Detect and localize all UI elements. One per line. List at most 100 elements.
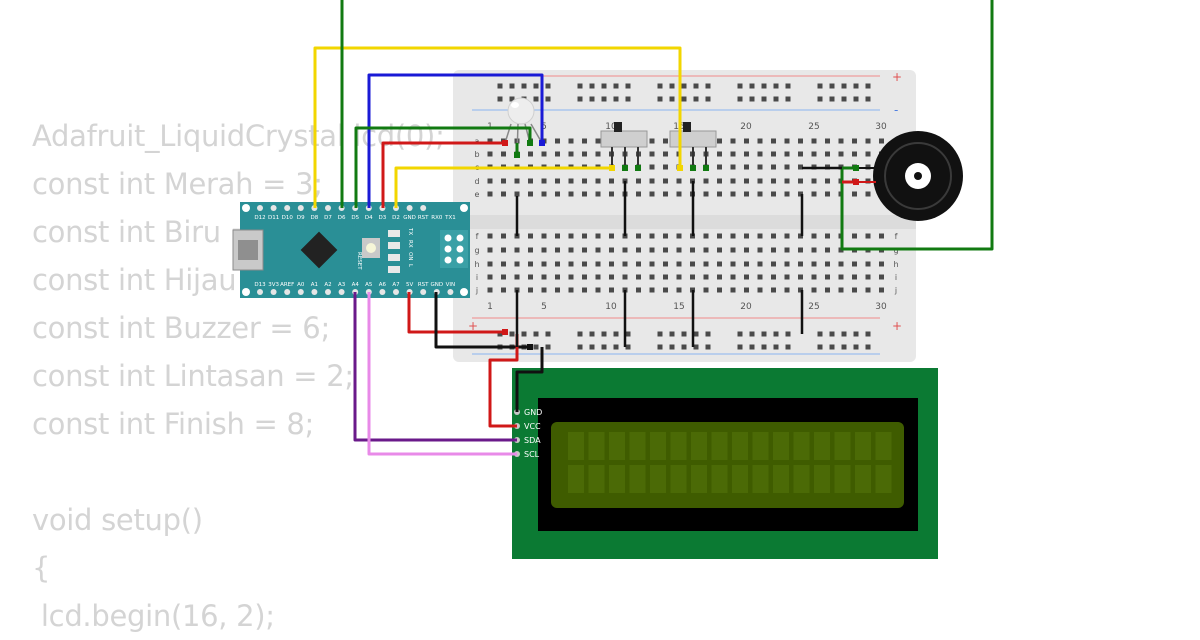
breadboard-hole[interactable]	[730, 151, 736, 157]
pin-d9[interactable]	[297, 205, 304, 211]
pin-d13[interactable]	[257, 289, 263, 295]
pin-3v3[interactable]	[270, 289, 277, 295]
wire-endpoint[interactable]	[514, 152, 520, 158]
breadboard-hole[interactable]	[865, 191, 871, 197]
yellow-wire-d8[interactable]	[313, 46, 682, 208]
breadboard-hole[interactable]	[609, 261, 614, 267]
breadboard-hole[interactable]	[649, 247, 655, 253]
breadboard-hole[interactable]	[717, 274, 722, 280]
breadboard-hole[interactable]	[582, 138, 587, 144]
breadboard-hole[interactable]	[514, 261, 520, 267]
breadboard-hole[interactable]	[865, 261, 871, 267]
rail-hole[interactable]	[545, 83, 551, 89]
breadboard-hole[interactable]	[555, 151, 560, 157]
breadboard-hole[interactable]	[636, 233, 641, 239]
green-wire-buzzer[interactable]	[840, 0, 994, 251]
breadboard-hole[interactable]	[622, 274, 628, 280]
breadboard-hole[interactable]	[744, 233, 749, 239]
rail-hole[interactable]	[785, 344, 791, 350]
rail-hole[interactable]	[533, 331, 539, 337]
breadboard-hole[interactable]	[636, 247, 641, 253]
rail-hole[interactable]	[749, 83, 755, 89]
rail-hole[interactable]	[657, 344, 663, 350]
rail-hole[interactable]	[545, 344, 551, 350]
breadboard-hole[interactable]	[879, 274, 884, 280]
breadboard-hole[interactable]	[501, 233, 506, 239]
wire-endpoint[interactable]	[527, 344, 533, 350]
pin-d11[interactable]	[270, 205, 277, 211]
rail-hole[interactable]	[705, 83, 711, 89]
rail-hole[interactable]	[601, 96, 607, 102]
breadboard-hole[interactable]	[879, 138, 884, 144]
rail-hole[interactable]	[853, 96, 859, 102]
breadboard-hole[interactable]	[771, 138, 776, 144]
rail-hole[interactable]	[625, 96, 631, 102]
breadboard-hole[interactable]	[717, 178, 722, 184]
rail-hole[interactable]	[589, 344, 595, 350]
breadboard-hole[interactable]	[744, 151, 749, 157]
breadboard-hole[interactable]	[825, 233, 830, 239]
breadboard-hole[interactable]	[541, 191, 547, 197]
breadboard-hole[interactable]	[865, 138, 871, 144]
rail-hole[interactable]	[773, 96, 779, 102]
breadboard-hole[interactable]	[609, 178, 614, 184]
breadboard-hole[interactable]	[784, 191, 790, 197]
pin-a2[interactable]	[325, 289, 331, 295]
wire-endpoint[interactable]	[677, 165, 683, 171]
breadboard-hole[interactable]	[595, 287, 601, 293]
breadboard-hole[interactable]	[784, 261, 790, 267]
rail-hole[interactable]	[577, 83, 583, 89]
breadboard-hole[interactable]	[555, 191, 560, 197]
breadboard-hole[interactable]	[663, 138, 668, 144]
breadboard-hole[interactable]	[487, 274, 493, 280]
black-wire-gnd[interactable]	[434, 292, 530, 349]
rail-hole[interactable]	[669, 96, 675, 102]
rail-hole[interactable]	[589, 83, 595, 89]
rail-hole[interactable]	[497, 96, 503, 102]
green-wire-d5[interactable]	[354, 126, 532, 208]
rail-hole[interactable]	[589, 331, 595, 337]
breadboard-hole[interactable]	[730, 164, 736, 170]
breadboard-hole[interactable]	[595, 274, 601, 280]
wire-endpoint[interactable]	[539, 140, 545, 146]
breadboard-hole[interactable]	[541, 261, 547, 267]
breadboard-hole[interactable]	[717, 138, 722, 144]
breadboard-hole[interactable]	[649, 164, 655, 170]
breadboard-hole[interactable]	[865, 274, 871, 280]
rail-hole[interactable]	[681, 96, 687, 102]
rail-hole[interactable]	[737, 344, 743, 350]
breadboard-hole[interactable]	[744, 178, 749, 184]
rail-hole[interactable]	[693, 83, 699, 89]
breadboard-hole[interactable]	[636, 274, 641, 280]
breadboard-hole[interactable]	[676, 191, 682, 197]
rail-hole[interactable]	[577, 344, 583, 350]
breadboard-hole[interactable]	[568, 138, 574, 144]
breadboard-hole[interactable]	[771, 178, 776, 184]
breadboard-hole[interactable]	[636, 287, 641, 293]
breadboard-hole[interactable]	[595, 138, 601, 144]
breadboard-hole[interactable]	[663, 274, 668, 280]
rail-hole[interactable]	[669, 331, 675, 337]
breadboard-hole[interactable]	[663, 261, 668, 267]
rail-hole[interactable]	[533, 344, 539, 350]
breadboard-hole[interactable]	[784, 178, 790, 184]
breadboard-hole[interactable]	[501, 151, 506, 157]
rail-hole[interactable]	[509, 96, 515, 102]
breadboard-hole[interactable]	[717, 287, 722, 293]
rail-hole[interactable]	[853, 331, 859, 337]
pin-a6[interactable]	[379, 289, 386, 295]
breadboard-hole[interactable]	[825, 151, 830, 157]
breadboard-hole[interactable]	[744, 261, 749, 267]
breadboard-hole[interactable]	[798, 178, 803, 184]
breadboard-hole[interactable]	[501, 261, 506, 267]
rail-hole[interactable]	[681, 331, 687, 337]
breadboard-hole[interactable]	[609, 233, 614, 239]
rail-hole[interactable]	[601, 331, 607, 337]
rail-hole[interactable]	[829, 83, 835, 89]
pin-rx0[interactable]	[433, 205, 440, 211]
rail-hole[interactable]	[601, 344, 607, 350]
breadboard-hole[interactable]	[690, 261, 695, 267]
rail-hole[interactable]	[533, 96, 539, 102]
rail-hole[interactable]	[817, 83, 823, 89]
breadboard-hole[interactable]	[784, 138, 790, 144]
